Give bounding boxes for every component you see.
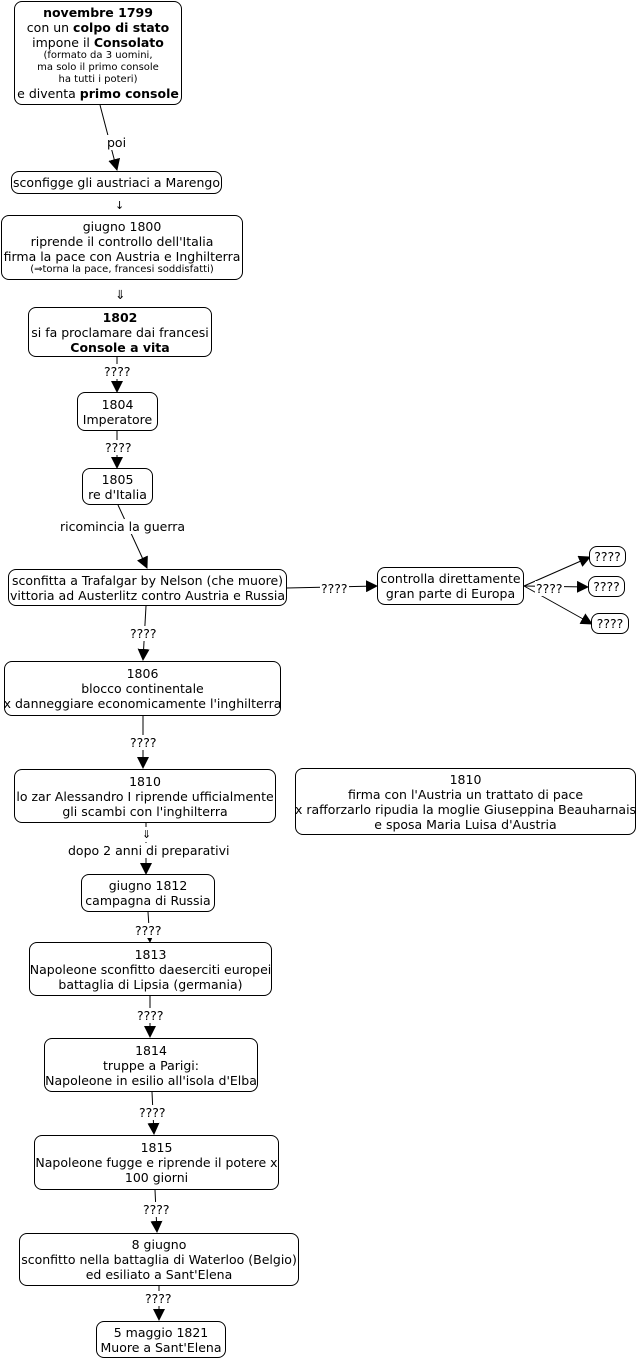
node-1821-text: 5 maggio 1821 — [113, 1324, 209, 1340]
node-question-text: ???? — [596, 616, 624, 631]
node-1806-text: blocco continentale — [81, 681, 204, 696]
node-1815-text: Napoleone fugge e riprende il potere x — [35, 1155, 278, 1170]
node-question-3: ???? — [591, 613, 629, 634]
node-1806-text: 1806 — [126, 666, 159, 681]
edge-label-question: ???? — [104, 440, 133, 455]
node-1805-text: 1805 — [101, 471, 134, 487]
node-waterloo: 8 giugno sconfitto nella battaglia di Wa… — [19, 1233, 299, 1286]
edge-label-double-arrow: ⇓ — [114, 287, 127, 302]
edge-label-question: ???? — [136, 1008, 165, 1023]
edge-label-question: ???? — [320, 581, 349, 596]
node-1814-text: Napoleone in esilio all'isola d'Elba — [45, 1072, 257, 1088]
edge-label-question: ???? — [138, 1105, 167, 1120]
node-1810-russia: 1810 lo zar Alessandro I riprende uffici… — [14, 769, 276, 823]
node-1815: 1815 Napoleone fugge e riprende il poter… — [34, 1135, 279, 1190]
node-1799-note: ma solo il primo console — [37, 62, 159, 73]
node-1800: giugno 1800 riprende il controllo dell'I… — [1, 215, 243, 280]
node-1815-text: 1815 — [140, 1140, 173, 1155]
node-1813: 1813 Napoleone sconfitto daeserciti euro… — [29, 942, 272, 996]
node-1805: 1805 re d'Italia — [82, 468, 153, 505]
node-1802-bold: Console a vita — [70, 339, 170, 355]
node-1799-bold: primo console — [79, 86, 179, 101]
node-1799-title: novembre 1799 — [43, 5, 153, 20]
node-1800-text: riprende il controllo dell'Italia — [30, 234, 214, 249]
node-1799-text: impone il — [32, 35, 94, 50]
node-1810b-text: e sposa Maria Luisa d'Austria — [374, 816, 557, 832]
node-1804-text: Imperatore — [82, 411, 153, 427]
node-1813-text: battaglia di Lipsia (germania) — [58, 976, 243, 992]
node-waterloo-text: 8 giugno — [131, 1237, 187, 1252]
node-1810-austria: 1810 firma con l'Austria un trattato di … — [295, 768, 636, 835]
node-1804: 1804 Imperatore — [77, 392, 158, 431]
node-marengo-text: sconfigge gli austriaci a Marengo — [13, 175, 220, 190]
node-europa-text: controlla direttamente — [380, 571, 521, 586]
edge-label-question: ???? — [103, 364, 132, 379]
node-trafalgar-text: sconfitta a Trafalgar by Nelson (che muo… — [11, 572, 284, 588]
node-1814-text: truppe a Parigi: — [103, 1057, 199, 1073]
node-europa-text: gran parte di Europa — [385, 586, 516, 601]
node-1810-text: lo zar Alessandro I riprende ufficialmen… — [16, 788, 274, 804]
node-waterloo-text: sconfitto nella battaglia di Waterloo (B… — [21, 1252, 297, 1267]
edge-1805-trafalgar — [117, 504, 148, 569]
edge-label-poi: poi — [106, 135, 128, 150]
node-1805-text: re d'Italia — [88, 486, 147, 502]
node-1812-text: giugno 1812 — [108, 878, 188, 893]
edge-label-question: ???? — [129, 735, 158, 750]
node-1821-text: Muore a Sant'Elena — [100, 1339, 222, 1355]
node-1799-bold: colpo di stato — [73, 20, 170, 35]
node-1800-text: giugno 1800 — [82, 219, 162, 234]
node-1812: giugno 1812 campagna di Russia — [81, 874, 215, 912]
node-1810b-text: 1810 — [449, 771, 482, 787]
node-1800-text: firma la pace con Austria e Inghilterra — [3, 249, 241, 264]
node-1813-text: 1813 — [134, 946, 167, 962]
node-marengo: sconfigge gli austriaci a Marengo — [11, 171, 222, 194]
edge-label-small-arrow: ↓ — [114, 198, 126, 213]
node-1799-bold: Consolato — [93, 35, 164, 50]
edge-label-question: ???? — [129, 626, 158, 641]
node-1799-text: e diventa — [17, 86, 80, 101]
node-1810-text: gli scambi con l'inghilterra — [62, 803, 228, 819]
edge-label-small-double-arrow: ⇓ — [141, 827, 153, 842]
node-1813-text: Napoleone sconfitto daeserciti europei — [29, 961, 272, 977]
node-question-2: ???? — [588, 576, 625, 597]
node-1804-text: 1804 — [101, 396, 134, 412]
node-1802-title: 1802 — [102, 309, 138, 325]
node-1810b-text: x rafforzarlo ripudia la moglie Giuseppi… — [294, 801, 637, 817]
node-1799: novembre 1799 con un colpo di stato impo… — [14, 1, 182, 105]
node-trafalgar-text: vittoria ad Austerlitz contro Austria e … — [9, 587, 286, 603]
node-1799-text: con un — [26, 20, 74, 35]
node-1821: 5 maggio 1821 Muore a Sant'Elena — [96, 1321, 226, 1358]
node-question-1: ???? — [589, 546, 626, 567]
node-1800-note: (⇒torna la pace, francesi soddisfatti) — [30, 264, 214, 275]
node-1814: 1814 truppe a Parigi: Napoleone in esili… — [44, 1038, 258, 1092]
edge-label-question: ???? — [142, 1202, 171, 1217]
edge-label-question: ???? — [134, 923, 163, 938]
edge-label-preparativi: dopo 2 anni di preparativi — [67, 843, 231, 858]
node-waterloo-text: ed esiliato a Sant'Elena — [85, 1267, 233, 1282]
node-1810b-text: firma con l'Austria un trattato di pace — [347, 786, 584, 802]
node-1814-text: 1814 — [135, 1042, 167, 1058]
node-1802: 1802 si fa proclamare dai francesi Conso… — [28, 307, 212, 357]
edge-label-question: ???? — [535, 581, 564, 596]
edge-label-question: ???? — [144, 1291, 173, 1306]
node-trafalgar: sconfitta a Trafalgar by Nelson (che muo… — [8, 569, 287, 606]
node-1799-note: (formato da 3 uomini, — [43, 50, 153, 61]
node-question-text: ???? — [593, 579, 620, 594]
node-1810-text: 1810 — [129, 773, 161, 789]
node-1806-text: x danneggiare economicamente l'inghilter… — [3, 696, 282, 711]
node-1812-text: campagna di Russia — [85, 893, 211, 908]
edge-label-ricomincia: ricomincia la guerra — [59, 519, 187, 534]
node-question-text: ???? — [594, 549, 621, 564]
node-1806: 1806 blocco continentale x danneggiare e… — [4, 661, 281, 716]
node-europa: controlla direttamente gran parte di Eur… — [377, 567, 524, 605]
node-1815-text: 100 giorni — [124, 1170, 189, 1185]
node-1802-text: si fa proclamare dai francesi — [31, 324, 209, 340]
node-1799-note: ha tutti i poteri) — [58, 74, 138, 85]
